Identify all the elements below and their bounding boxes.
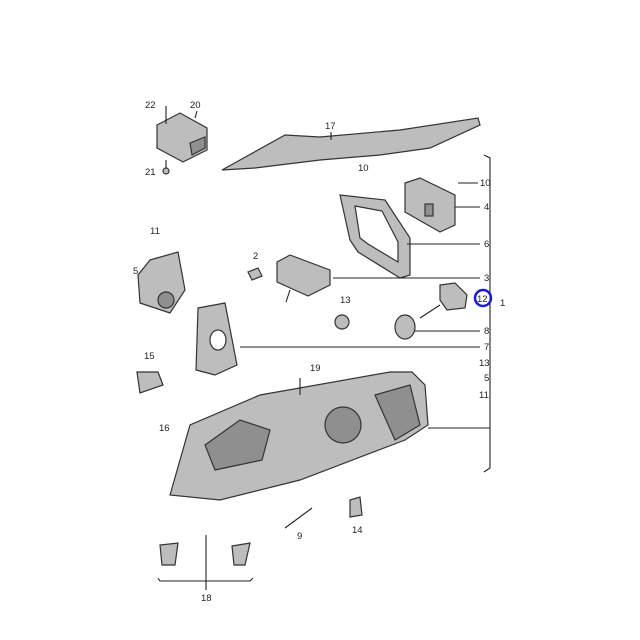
callout-12: 12 xyxy=(477,294,488,305)
callout-5: 5 xyxy=(484,373,489,384)
callout-6: 6 xyxy=(484,239,489,250)
bracket-14 xyxy=(349,496,363,518)
callout-20: 20 xyxy=(190,100,201,111)
leader-lines xyxy=(240,154,491,473)
headlight-housing-1 xyxy=(169,371,429,501)
callout-2: 2 xyxy=(253,251,258,262)
frame-6 xyxy=(339,194,411,279)
callout-4: 4 xyxy=(484,202,489,213)
callout-1: 1 xyxy=(500,298,505,309)
callout-21: 21 xyxy=(145,167,156,178)
callout-16: 16 xyxy=(159,423,170,434)
bracket-18-right xyxy=(231,542,251,566)
highlight-circle xyxy=(473,288,493,308)
callout-9: 9 xyxy=(297,531,302,542)
callout-13: 13 xyxy=(479,358,490,369)
callout-11: 11 xyxy=(150,226,160,237)
bolt-9 xyxy=(284,507,313,529)
callout-5: 5 xyxy=(133,266,138,277)
callout-19: 19 xyxy=(310,363,321,374)
control-unit-20 xyxy=(156,106,208,175)
callout-13: 13 xyxy=(340,295,351,306)
actuator-3 xyxy=(276,254,331,297)
callout-11: 11 xyxy=(479,390,489,401)
callout-18: 18 xyxy=(201,593,212,604)
callout-10: 10 xyxy=(480,178,491,189)
bracket-18-left xyxy=(159,542,179,566)
bracket-15 xyxy=(136,371,164,394)
callout-7: 7 xyxy=(484,342,489,353)
cover-7 xyxy=(195,302,238,376)
callout-14: 14 xyxy=(352,525,363,536)
callout-17: 17 xyxy=(325,121,336,132)
callout-10: 10 xyxy=(358,163,369,174)
trim-strip-17 xyxy=(221,117,481,171)
bulb-holder-13 xyxy=(334,314,350,330)
clip-2 xyxy=(247,267,263,281)
bulb-12 xyxy=(394,282,468,340)
callout-8: 8 xyxy=(484,326,489,337)
callout-15: 15 xyxy=(144,351,155,362)
callout-22: 22 xyxy=(145,100,156,111)
callout-3: 3 xyxy=(484,273,489,284)
